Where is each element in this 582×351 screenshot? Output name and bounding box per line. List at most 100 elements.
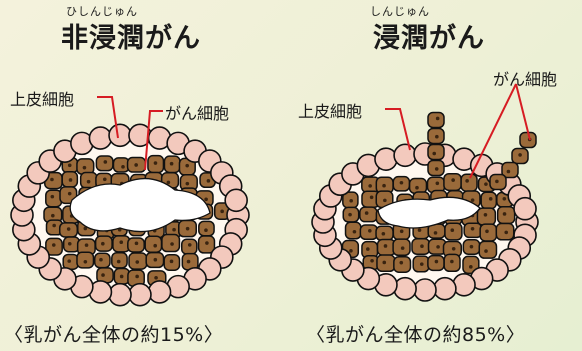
left-epithelial-cell [108,123,132,148]
right-label-cancer: がん細胞 [493,70,558,89]
right-cancer-cell-nucleus [382,260,387,265]
left-cancer-cell-nucleus [205,241,209,245]
right-cancer-cell-nucleus [504,230,509,235]
right-cancer-cell [476,207,497,226]
right-cancer-cell-nucleus [451,247,456,251]
left-cancer-cell-nucleus [50,177,54,182]
right-cancer-cell-nucleus [420,244,424,249]
left-cancer-cell-nucleus [169,161,174,166]
right-cancer-cell-nucleus [502,196,507,201]
left-cancer-cell [144,235,163,253]
right-cancer-cell-nucleus [349,248,353,253]
right-epithelial-cell [452,273,476,297]
right-cancer-cell-nucleus [352,229,357,234]
right-invading-cell [501,161,519,179]
left-cancer-cell-nucleus [153,257,158,262]
left-cancer-cell-nucleus [154,275,158,280]
left-cancer-cell-nucleus [135,260,140,264]
left-cancer-cell-nucleus [169,259,174,264]
right-epithelial-cell [393,276,417,301]
left-cancer-cell-nucleus [204,228,208,233]
left-cancer-cell-nucleus [67,259,72,263]
right-cancer-cell-nucleus [484,182,488,186]
right-cancer-cell-nucleus [469,265,473,269]
left-cancer-cell [45,189,63,208]
right-cancer-cell [393,255,412,273]
left-cancer-cell-nucleus [121,165,125,169]
left-label-cancer: がん細胞 [165,104,230,123]
left-cancer-cell-nucleus [116,259,121,264]
right-cancer-cell-nucleus [450,228,455,232]
left-cancer-cell-nucleus [153,243,157,248]
left-ruby: ひしんじゅん [66,5,138,18]
left-cancer-cell-nucleus [185,163,190,168]
right-cancer-cell-nucleus [366,247,370,251]
left-cancer-cell-nucleus [84,243,89,247]
right-cancer-cell-nucleus [470,226,475,231]
left-cancer-cell-nucleus [220,209,224,214]
right-pointer-epithelial [385,108,411,151]
right-invading-cell-nucleus [432,151,437,156]
right-invading-cell-nucleus [506,169,511,174]
right-cancer-cell-nucleus [419,262,424,266]
left-cancer-cell-nucleus [119,240,124,245]
right-cancer-cell-nucleus [370,259,374,263]
right-cancer-cell-nucleus [399,180,404,185]
right-cancer-cell [443,172,462,192]
right-caption: 〈乳がん全体の約85%〉 [306,324,526,346]
right-cancer-cell-nucleus [381,231,386,236]
left-cancer-cell-nucleus [50,194,55,199]
right-cancer-cell-nucleus [349,198,353,203]
left-epithelial-cell [88,126,113,150]
left-cancer-cell-nucleus [185,226,190,231]
right-cancer-cell-nucleus [469,244,474,249]
right-cancer-cell-nucleus [399,229,404,234]
right-cancer-cell-nucleus [348,212,352,217]
right-cancer-cell [496,205,516,225]
left-cancer-cell-nucleus [119,274,124,279]
right-cancer-cell-nucleus [470,198,475,202]
right-epithelial-cell [393,143,417,168]
right-cancer-cell [408,177,428,195]
left-epithelial-cell [128,282,152,307]
left-cancer-cell-nucleus [135,274,139,279]
left-cancer-cell-nucleus [103,160,108,164]
right-cancer-cell-nucleus [502,212,507,216]
right-cancer-cell-nucleus [465,179,469,183]
left-cancer-cell-nucleus [102,177,107,182]
right-invading-cell-nucleus [434,167,439,171]
right-title: 浸潤がん [373,23,485,54]
left-caption: 〈乳がん全体の約15%〉 [4,324,224,346]
left-cancer-cell-nucleus [67,163,72,168]
left-epithelial-cell [224,188,248,213]
left-cancer-cell-nucleus [99,257,103,262]
right-epithelial-cell [513,196,537,221]
left-pointer-epithelial [97,96,119,139]
left-lumen [69,178,211,233]
left-cancer-cell-nucleus [166,180,171,185]
right-label-epithelial: 上皮細胞 [298,102,363,121]
right-cancer-cell-nucleus [383,198,387,203]
right-cancer-cell [359,206,378,223]
left-label-epithelial: 上皮細胞 [10,90,75,109]
right-epithelial-cell [433,276,457,301]
left-cancer-cell-nucleus [204,197,208,202]
right-epithelial-cell [374,147,398,171]
left-cancer-cell-nucleus [68,178,73,182]
left-cancer-cell-nucleus [51,213,55,218]
right-invading-cell-nucleus [435,116,440,121]
left-cancer-cell-nucleus [86,179,91,184]
right-pointer-cancer-2 [515,83,531,141]
left-cancer-cell [181,238,198,255]
right-cancer-cell-nucleus [484,249,488,253]
right-cancer-cell-nucleus [450,259,454,264]
right-cancer-cell-nucleus [369,195,374,200]
right-invading-cell [427,111,445,129]
right-cancer-cell-nucleus [400,246,405,250]
right-cancer-cell-nucleus [485,229,489,234]
right-cancer-cell [460,173,478,192]
right-cancer-cell-nucleus [399,260,404,265]
left-epithelial-cell [147,280,172,304]
